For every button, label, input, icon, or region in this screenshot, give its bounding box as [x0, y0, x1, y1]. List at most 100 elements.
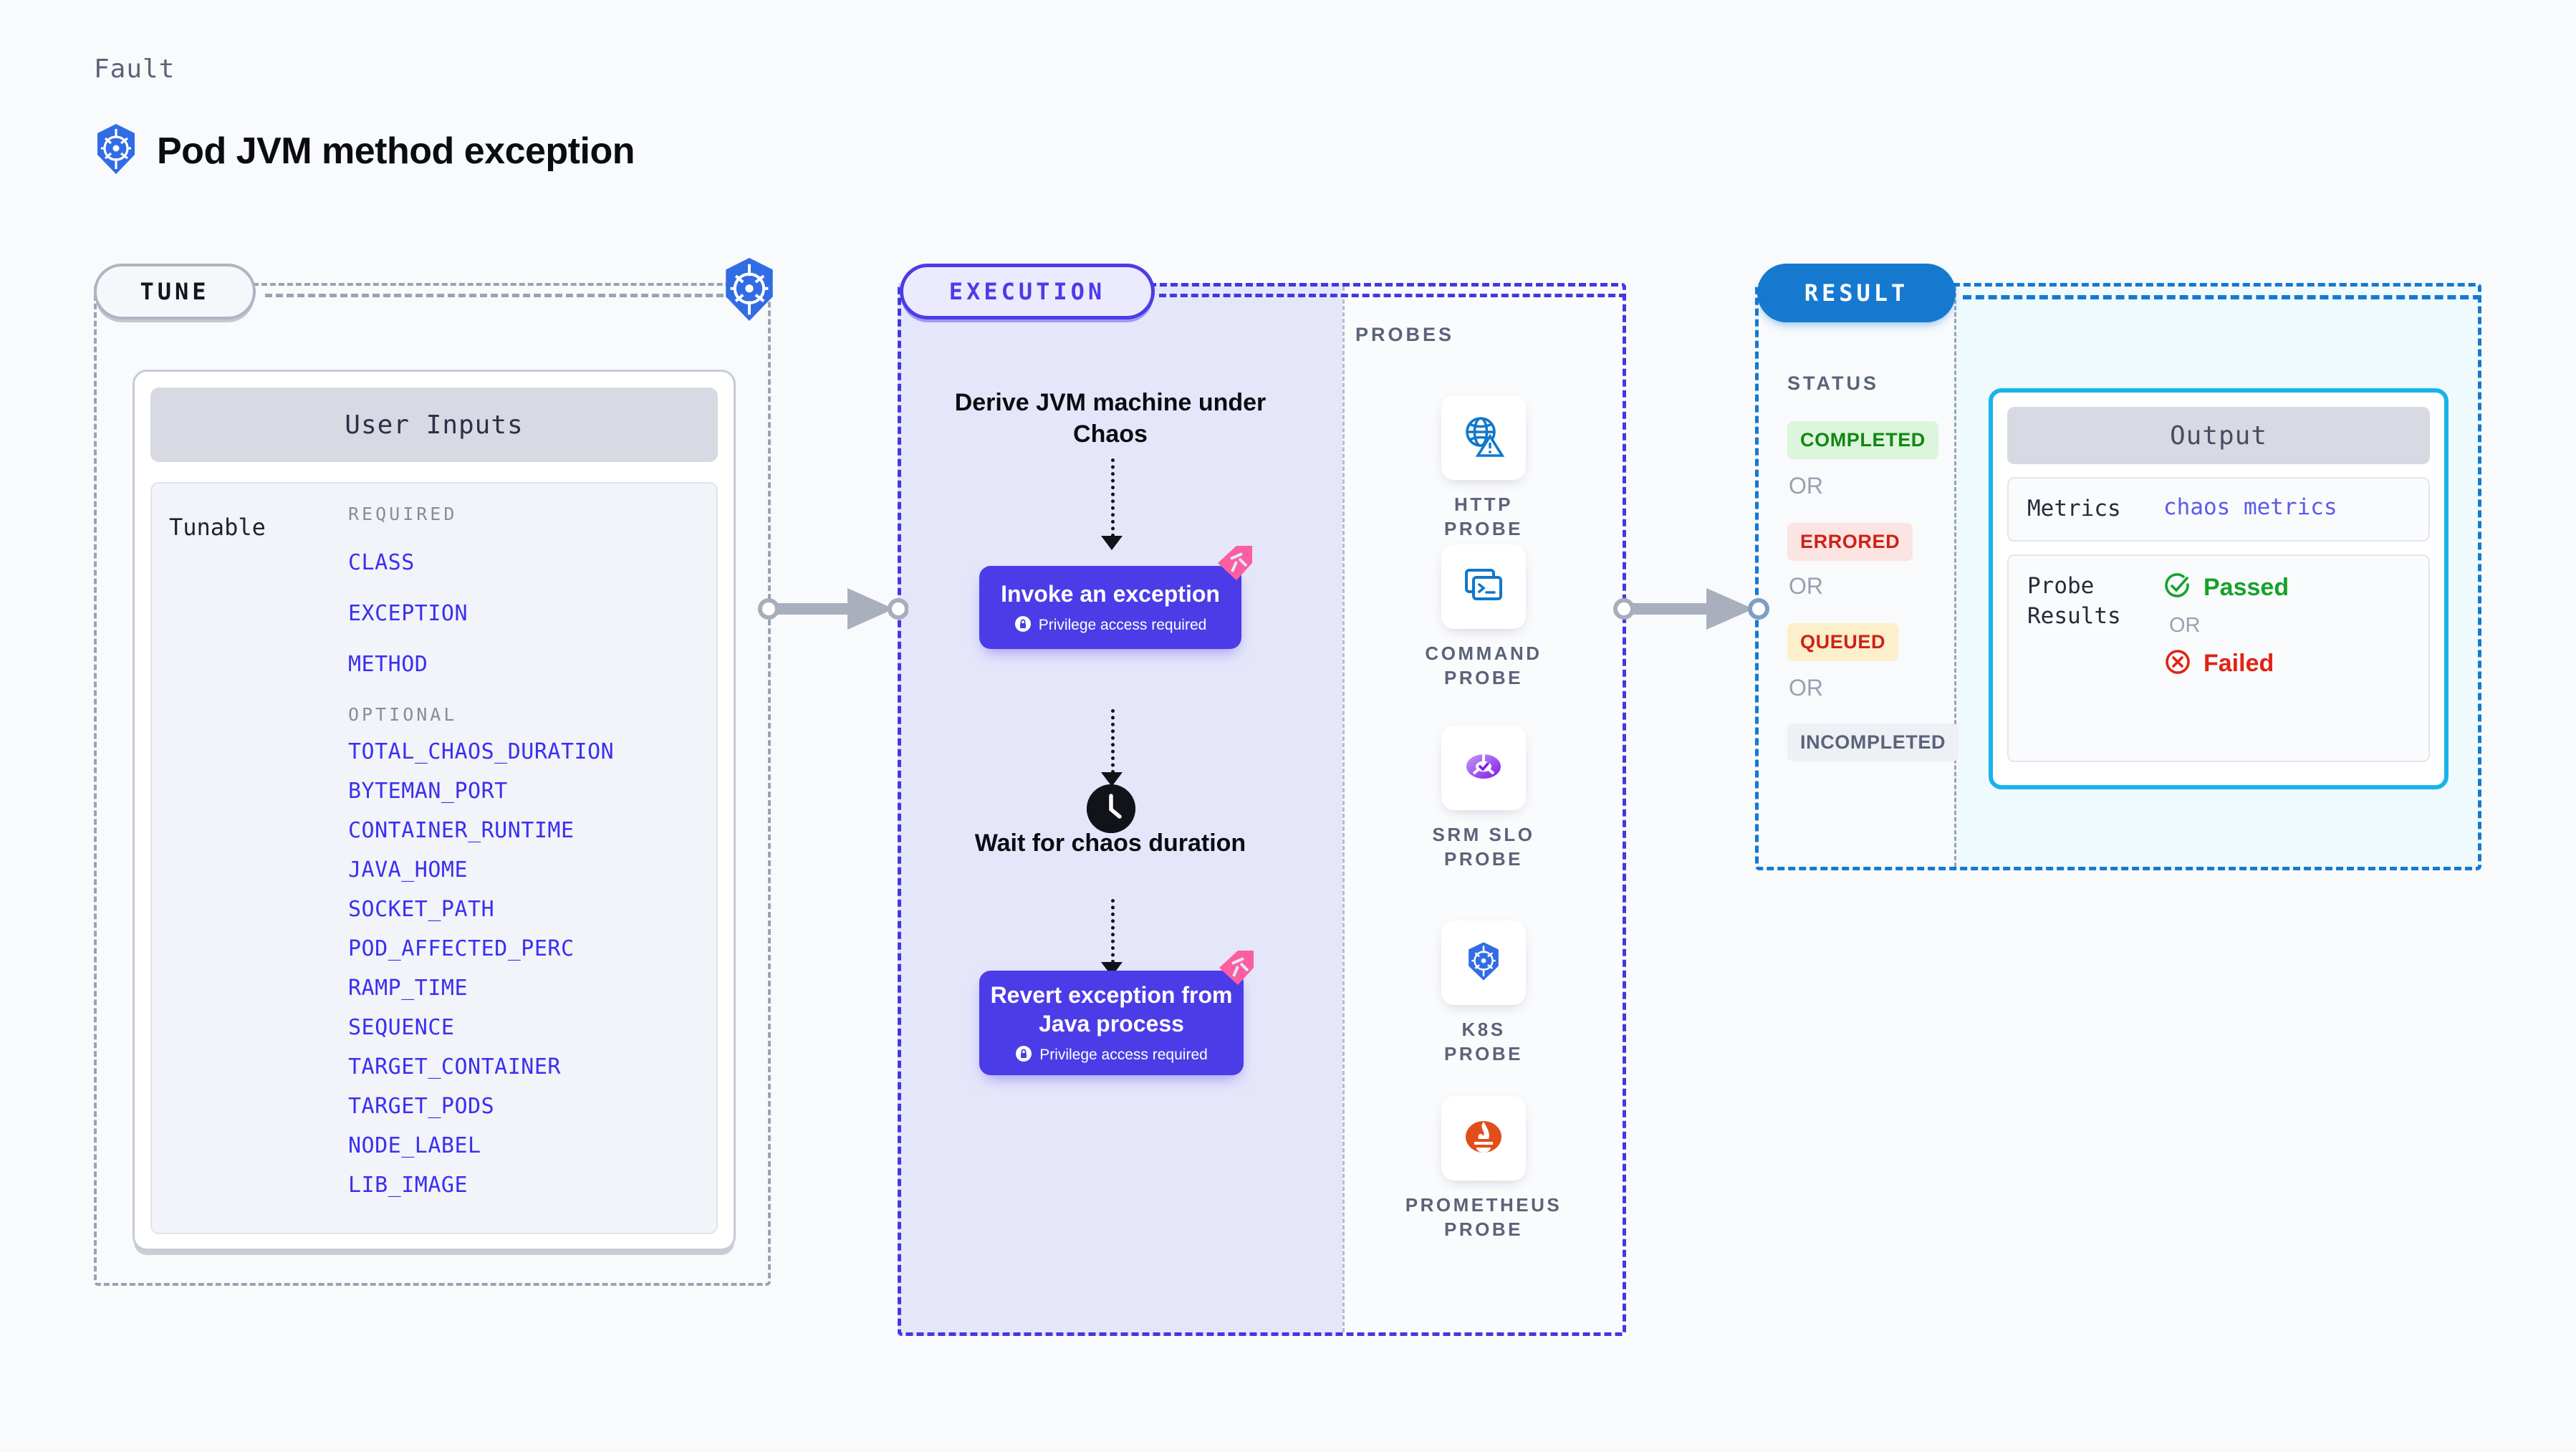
probe-label: SRM SLO PROBE: [1432, 824, 1535, 870]
probe-item-srm-slo[interactable]: SRM SLO PROBE: [1431, 726, 1536, 872]
kubernetes-icon: [1462, 940, 1505, 986]
lock-icon: [1015, 1045, 1032, 1066]
output-card: Output Metrics chaos metrics Probe Resul…: [1989, 388, 2448, 789]
probes-divider: [1342, 287, 1345, 1332]
execution-box-invoke-exception[interactable]: Invoke an exception Privilege access req…: [979, 566, 1241, 649]
litmus-badge-icon: [1216, 949, 1256, 986]
parameter-item[interactable]: JAVA_HOME: [348, 857, 468, 883]
execution-header-dotted-line: [1159, 294, 1626, 297]
execution-panel: [898, 283, 1626, 1336]
flow-arrow-head: [1101, 536, 1123, 550]
litmus-badge-icon: [1215, 544, 1255, 582]
stage-pill-execution[interactable]: EXECUTION: [900, 264, 1155, 319]
status-badge-completed: COMPLETED: [1787, 421, 1938, 459]
stage-pill-tune[interactable]: TUNE: [94, 264, 256, 319]
output-row-probe-results: Probe Results Passed OR: [2007, 554, 2430, 762]
parameter-item[interactable]: SEQUENCE: [348, 1015, 455, 1040]
probe-label: PROMETHEUS PROBE: [1405, 1194, 1562, 1240]
user-inputs-header: User Inputs: [150, 388, 718, 462]
parameter-item[interactable]: EXCEPTION: [348, 601, 468, 626]
parameter-item[interactable]: POD_AFFECTED_PERC: [348, 936, 575, 961]
metrics-link[interactable]: chaos metrics: [2163, 494, 2337, 520]
parameter-item[interactable]: TOTAL_CHAOS_DURATION: [348, 739, 615, 764]
parameter-item[interactable]: CONTAINER_RUNTIME: [348, 818, 575, 843]
privilege-note: Privilege access required: [1014, 615, 1206, 636]
flow-arrow-line: [1111, 709, 1115, 774]
probe-result-failed-label: Failed: [2203, 649, 2274, 677]
probe-tile: [1441, 395, 1526, 480]
flow-arrow-line: [1111, 899, 1115, 963]
optional-parameters: TOTAL_CHAOS_DURATION BYTEMAN_PORT CONTAI…: [348, 739, 716, 1198]
probe-tile: [1441, 1096, 1526, 1181]
stage-pill-result[interactable]: RESULT: [1757, 264, 1956, 322]
probe-tile: [1441, 920, 1526, 1005]
probe-label: K8S PROBE: [1444, 1019, 1523, 1064]
parameter-item[interactable]: TARGET_PODS: [348, 1094, 495, 1119]
tunable-label: Tunable: [169, 514, 266, 541]
probe-results-values: Passed OR Failed: [2163, 572, 2289, 680]
probe-result-failed: Failed: [2163, 648, 2289, 680]
parameter-item[interactable]: CLASS: [348, 550, 415, 575]
execution-step-derive: Derive JVM machine under Chaos: [954, 389, 1267, 448]
status-badge-incompleted: INCOMPLETED: [1787, 723, 1959, 761]
user-inputs-card: User Inputs Tunable REQUIRED CLASS EXCEP…: [133, 370, 736, 1251]
probe-item-http[interactable]: HTTP PROBE: [1431, 395, 1536, 542]
status-badge-queued: QUEUED: [1787, 623, 1899, 661]
output-header: Output: [2007, 407, 2430, 464]
required-parameters: CLASS EXCEPTION METHOD: [348, 550, 716, 677]
execution-step-wait: Wait for chaos duration: [974, 830, 1246, 857]
execution-box-title: Revert exception from Java process: [990, 981, 1233, 1037]
probe-item-command[interactable]: COMMAND PROBE: [1425, 544, 1539, 691]
output-key-probe-results: Probe Results: [2027, 572, 2121, 629]
result-divider: [1954, 287, 1956, 867]
or-separator: OR: [1789, 675, 1823, 701]
parameter-item[interactable]: RAMP_TIME: [348, 976, 468, 1001]
result-panel: [1755, 283, 2481, 870]
output-row-metrics: Metrics chaos metrics: [2007, 477, 2430, 542]
parameter-item[interactable]: BYTEMAN_PORT: [348, 779, 508, 804]
or-separator: OR: [2169, 613, 2201, 637]
probe-item-k8s[interactable]: K8S PROBE: [1431, 920, 1536, 1067]
privilege-note-text: Privilege access required: [1039, 1047, 1208, 1063]
kubernetes-icon: [721, 256, 777, 322]
probe-result-passed: Passed: [2163, 572, 2289, 604]
clock-icon: [1087, 784, 1135, 833]
connector-execution-to-result: [1613, 584, 1771, 634]
page-title: Pod JVM method exception: [94, 123, 635, 178]
result-header-dotted-line: [1963, 295, 2481, 299]
tunable-section: Tunable REQUIRED CLASS EXCEPTION METHOD …: [150, 482, 718, 1234]
execution-box-title: Invoke an exception: [1001, 580, 1220, 607]
status-header: STATUS: [1787, 372, 1879, 394]
kubernetes-icon: [94, 123, 138, 178]
prometheus-icon: [1461, 1115, 1506, 1163]
lock-icon: [1014, 615, 1032, 636]
probe-label: HTTP PROBE: [1444, 494, 1523, 539]
probe-label: COMMAND PROBE: [1425, 643, 1542, 688]
terminal-icon: [1461, 563, 1506, 611]
probe-tile: [1441, 544, 1526, 629]
x-circle-icon: [2163, 648, 2192, 680]
parameter-list: REQUIRED CLASS EXCEPTION METHOD OPTIONAL…: [348, 504, 716, 1233]
parameter-item[interactable]: METHOD: [348, 652, 428, 677]
optional-group-header: OPTIONAL: [348, 704, 458, 725]
execution-box-revert-exception[interactable]: Revert exception from Java process Privi…: [979, 971, 1244, 1075]
parameter-item[interactable]: TARGET_CONTAINER: [348, 1054, 561, 1080]
page-title-text: Pod JVM method exception: [157, 130, 635, 172]
check-circle-icon: [2163, 572, 2192, 604]
probe-tile: [1441, 726, 1526, 810]
flow-arrow-line: [1111, 458, 1115, 537]
connector-tune-to-execution: [758, 584, 909, 634]
probe-item-prometheus[interactable]: PROMETHEUS PROBE: [1405, 1096, 1559, 1242]
privilege-note: Privilege access required: [1015, 1045, 1208, 1066]
tune-header-dotted-line: [265, 294, 724, 297]
flow-arrow-head: [1101, 772, 1123, 787]
probes-header: PROBES: [1355, 324, 1455, 345]
status-badge-errored: ERRORED: [1787, 523, 1913, 561]
tune-panel: [94, 283, 771, 1286]
parameter-item[interactable]: SOCKET_PATH: [348, 897, 495, 922]
parameter-item[interactable]: LIB_IMAGE: [348, 1173, 468, 1198]
fault-kicker: Fault: [94, 54, 176, 84]
parameter-item[interactable]: NODE_LABEL: [348, 1133, 481, 1158]
or-separator: OR: [1789, 473, 1823, 499]
